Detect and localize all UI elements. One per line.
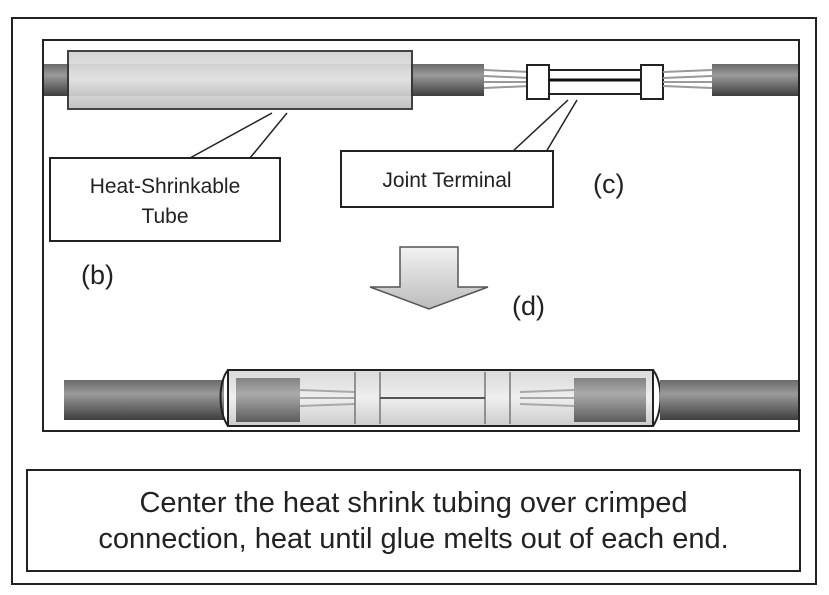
tube-label-line2: Tube [141,205,188,228]
down-arrow [369,246,489,310]
bottom-right-cable [660,380,798,420]
heat-shrink-tube [67,50,413,110]
marker-d: (d) [512,291,545,321]
tube-label-line1: Heat-Shrinkable [90,175,241,198]
bottom-right-cable-inner [574,378,646,422]
caption-line1: Center the heat shrink tubing over crimp… [139,486,688,519]
left-stripped-wires [483,69,531,89]
outer-frame [11,17,817,585]
right-cable [712,64,798,96]
bottom-left-cable [64,380,224,420]
terminal-label: Joint Terminal [382,169,511,192]
caption-box: Center the heat shrink tubing over crimp… [26,469,801,572]
joint-terminal [526,64,664,100]
bottom-inner-wires [299,389,575,407]
marker-b: (b) [81,260,114,290]
caption-line2: connection, heat until glue melts out of… [98,522,729,555]
right-stripped-wires [662,69,713,89]
terminal-callout-lines [511,99,578,153]
bottom-joint-terminal [354,372,511,424]
glue-left [219,369,229,427]
bottom-left-cable-inner [236,378,300,422]
tube-label-box [49,157,281,242]
terminal-label-box [340,150,554,208]
marker-c: (c) [593,169,624,199]
tube-callout-lines [189,112,288,159]
